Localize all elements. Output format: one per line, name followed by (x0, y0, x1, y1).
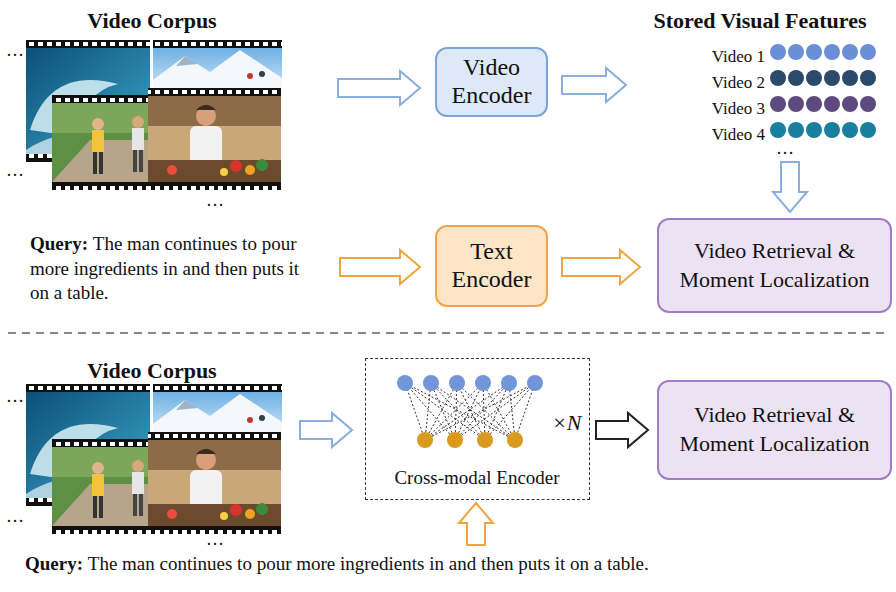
video-corpus: Video Corpus (18, 356, 286, 536)
block-arrow (596, 413, 648, 447)
feature-dots (770, 44, 876, 138)
query-arrow (340, 250, 420, 284)
block-arrow (338, 71, 420, 105)
task-box: Video Retrieval & Moment Localization (657, 218, 892, 313)
separator-line (8, 332, 888, 334)
ellipsis-mark: … (6, 388, 24, 404)
task-label: Video Retrieval & Moment Localization (671, 401, 878, 458)
block-arrow (562, 68, 626, 102)
attention-graph (397, 375, 543, 448)
video-corpus: Video Corpus (18, 6, 286, 196)
block-arrow (562, 250, 640, 284)
repeat-count: ×N (552, 411, 586, 435)
ellipsis-mark: … (776, 140, 794, 156)
ellipsis-mark: … (206, 192, 224, 208)
ellipsis-mark: … (6, 508, 24, 524)
store-heading: Stored Visual Features (628, 8, 892, 33)
row-label: Video 1 (658, 47, 765, 67)
encoder-box: Video Encoder (435, 47, 548, 117)
encoder-label: Text Encoder (443, 238, 540, 293)
ellipsis-mark: … (206, 531, 224, 547)
feature-store: Stored Visual FeaturesVideo 1 Video 2 Vide… (628, 6, 892, 154)
ellipsis-mark: … (6, 42, 24, 58)
corpus-heading: Video Corpus (18, 8, 286, 33)
block-arrow (300, 413, 352, 447)
query-arrow (459, 503, 493, 545)
ellipsis-mark: … (6, 162, 24, 178)
encoder-box: Text Encoder (435, 225, 548, 307)
video-frames (26, 40, 282, 190)
query-sentence: The man continues to pour more ingredien… (88, 553, 649, 574)
query-text: Query:The man continues to pour more ing… (25, 552, 885, 577)
encoder-label: Video Encoder (443, 54, 540, 109)
row-label: Video 2 (658, 73, 765, 93)
video-frames (26, 384, 282, 534)
corpus-heading: Video Corpus (18, 358, 286, 383)
encoder-label: Cross-modal Encoder (366, 467, 588, 490)
task-label: Video Retrieval & Moment Localization (671, 237, 878, 294)
cross-modal-box: ×N Cross-modal Encoder (365, 358, 590, 500)
query-text: Query:The man continues to pour more ing… (30, 232, 315, 306)
row-label: Video 4 (658, 125, 765, 145)
query-prefix: Query: (25, 553, 83, 574)
task-box: Video Retrieval & Moment Localization (657, 380, 892, 480)
block-arrow (773, 162, 807, 212)
row-label: Video 3 (658, 99, 765, 119)
query-prefix: Query: (30, 233, 88, 254)
